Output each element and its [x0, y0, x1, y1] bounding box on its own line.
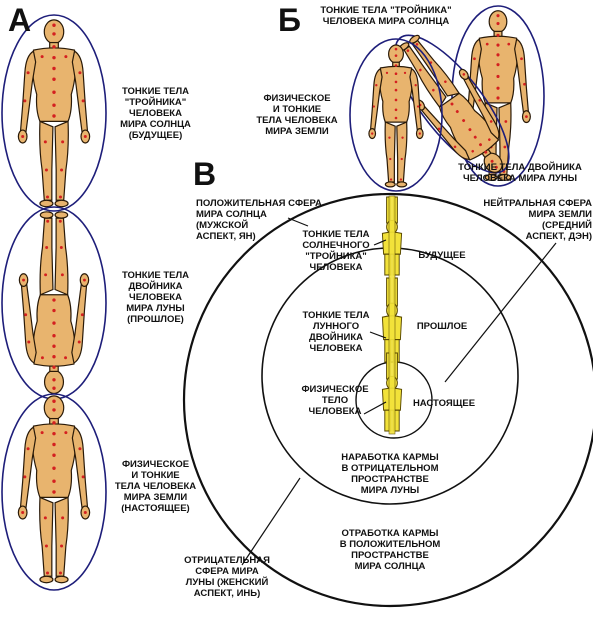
v-neutral-sphere-label: НЕЙТРАЛЬНАЯ СФЕРА МИРА ЗЕМЛИ (СРЕДНИЙ АС…: [483, 198, 592, 242]
letter-v: В: [193, 156, 217, 192]
panel-v: [182, 192, 593, 608]
a-sun-figure: [17, 19, 91, 208]
a-earth-figure: [17, 395, 91, 584]
leader-physical: [363, 401, 387, 415]
leader-negative-sphere: [241, 477, 301, 566]
b-moon-label: ТОНКИЕ ТЕЛА ДВОЙНИКА ЧЕЛОВЕКА МИРА ЛУНЫ: [458, 162, 582, 184]
leader-lines: [241, 217, 557, 566]
b-sun-label: ТОНКИЕ ТЕЛА "ТРОЙНИКА" ЧЕЛОВЕКА МИРА СОЛ…: [320, 5, 452, 27]
v-lunar-bodies-label: ТОНКИЕ ТЕЛА ЛУННОГО ДВОЙНИКА ЧЕЛОВЕКА: [302, 310, 370, 354]
outer-sphere-circle: [182, 192, 593, 608]
a-moon-label: ТОНКИЕ ТЕЛА ДВОЙНИКА ЧЕЛОВЕКА МИРА ЛУНЫ …: [121, 270, 190, 325]
v-physical-body-label: ФИЗИЧЕСКОЕ ТЕЛО ЧЕЛОВЕКА: [301, 384, 369, 417]
b-sun-ellipse: [451, 5, 545, 187]
a-earth-label: ФИЗИЧЕСКОЕ И ТОНКИЕ ТЕЛА ЧЕЛОВЕКА МИРА З…: [114, 459, 197, 514]
v-negative-sphere-label: ОТРИЦАТЕЛЬНАЯ СФЕРА МИРА ЛУНЫ (ЖЕНСКИЙ А…: [184, 555, 270, 599]
v-karma-accumulation-label: НАРАБОТКА КАРМЫ В ОТРИЦАТЕЛЬНОМ ПРОСТРАН…: [341, 452, 439, 496]
leader-lunar: [369, 331, 387, 339]
a-moon-figure: [18, 211, 90, 395]
v-positive-sphere-label: ПОЛОЖИТЕЛЬНАЯ СФЕРА МИРА СОЛНЦА (МУЖСКОЙ…: [196, 198, 322, 242]
v-karma-working-off-label: ОТРАБОТКА КАРМЫ В ПОЛОЖИТЕЛЬНОМ ПРОСТРАН…: [339, 528, 441, 572]
v-future-label: БУДУЩЕЕ: [418, 250, 466, 261]
v-present-label: НАСТОЯЩЕЕ: [412, 398, 476, 409]
a-earth-ellipse: [1, 393, 107, 591]
leader-solar: [373, 239, 387, 246]
letter-b: Б: [278, 2, 301, 38]
b-moon-ellipse: [394, 34, 510, 174]
b-earth-label: ФИЗИЧЕСКОЕ И ТОНКИЕ ТЕЛА ЧЕЛОВЕКА МИРА З…: [256, 93, 338, 137]
b-earth-ellipse: [349, 38, 443, 192]
leader-neutral-sphere: [444, 242, 557, 383]
leader-positive-sphere: [287, 217, 309, 227]
letter-a: А: [8, 2, 32, 38]
v-past-label: ПРОШЛОЕ: [416, 321, 468, 332]
a-sun-label: ТОНКИЕ ТЕЛА "ТРОЙНИКА" ЧЕЛОВЕКА МИРА СОЛ…: [120, 86, 191, 141]
a-sun-ellipse: [1, 14, 107, 212]
yellow-stack-connector: [388, 195, 396, 435]
panel-a: [1, 14, 107, 591]
panel-b: [349, 5, 545, 192]
yellow-figure-stack: [381, 195, 403, 435]
v-solar-bodies-label: ТОНКИЕ ТЕЛА СОЛНЕЧНОГО "ТРОЙНИКА" ЧЕЛОВЕ…: [302, 229, 370, 273]
